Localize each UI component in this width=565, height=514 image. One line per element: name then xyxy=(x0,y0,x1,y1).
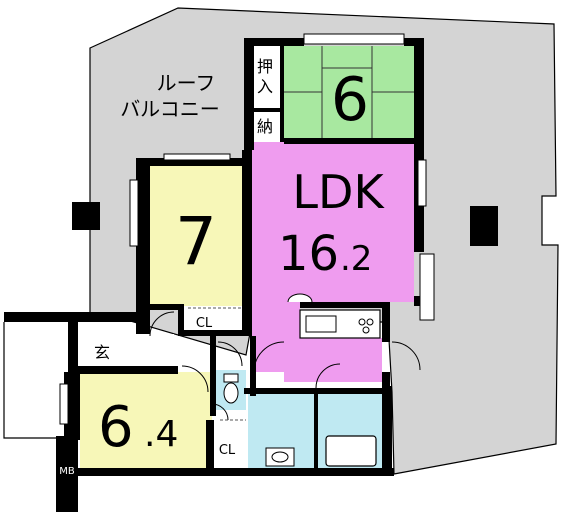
washitsu-size: 6 xyxy=(331,65,369,135)
meter-box-label: MB xyxy=(59,466,75,477)
closet-7 xyxy=(182,306,246,334)
roof-balcony-label-line1: ルーフ xyxy=(157,71,216,95)
ldk-name: LDK xyxy=(292,165,385,219)
kitchen-counter xyxy=(299,309,381,339)
ldk-size-decimal: .2 xyxy=(340,239,372,279)
ldk-size-whole: 16 xyxy=(278,226,339,282)
toilet-fixture xyxy=(223,373,239,404)
closet-label-1: CL xyxy=(196,316,213,331)
closet-marks xyxy=(188,307,246,421)
oshiire-label-1: 押 xyxy=(257,57,273,76)
storage-label: 納 xyxy=(257,117,273,136)
oshiire xyxy=(250,46,280,112)
closet-label-2: CL xyxy=(219,443,236,458)
bathtub xyxy=(325,435,377,467)
column-right xyxy=(470,206,498,246)
ldk-room xyxy=(250,142,414,382)
small-balcony-outline xyxy=(3,322,64,439)
western-64-size-decimal: .4 xyxy=(144,414,178,455)
column-left xyxy=(72,202,100,230)
oshiire-label-2: 入 xyxy=(257,77,273,96)
western-7-size: 7 xyxy=(175,203,217,280)
washbasin xyxy=(265,447,295,467)
western-64-room xyxy=(80,372,212,468)
range-hood xyxy=(287,293,313,303)
western-64-size-whole: 6 xyxy=(98,395,134,460)
roof-balcony-label-line2: バルコニー xyxy=(120,97,220,121)
door-swings xyxy=(149,311,421,421)
windows xyxy=(59,33,435,425)
entrance-label: 玄 xyxy=(94,343,110,362)
storage-closet xyxy=(250,112,280,142)
tatami-lines xyxy=(284,46,414,138)
washitsu-room xyxy=(280,46,414,142)
entrance-area xyxy=(78,334,174,370)
western-7-room xyxy=(150,166,246,306)
